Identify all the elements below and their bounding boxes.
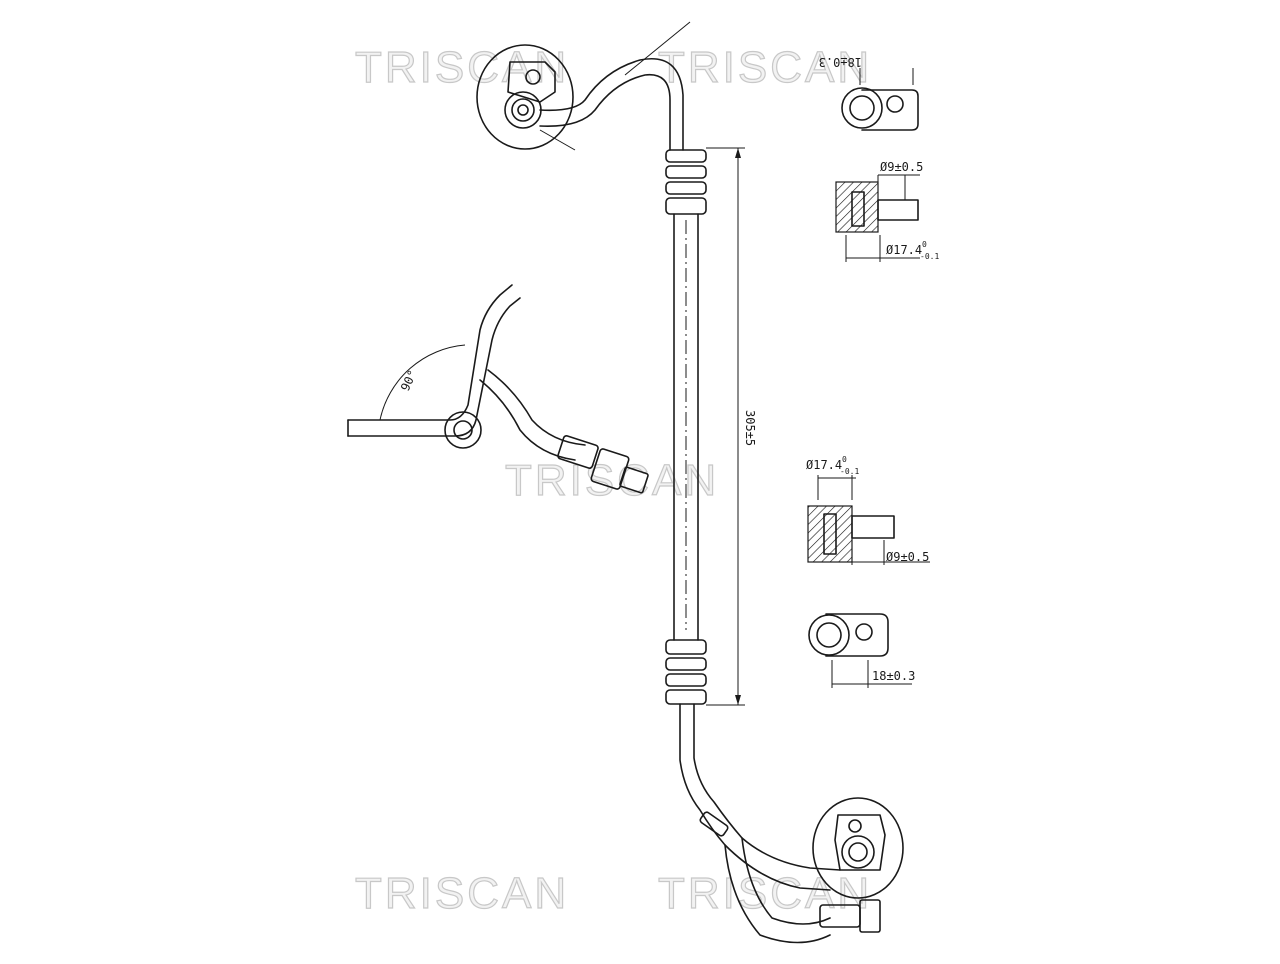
angle-arc [379,344,466,421]
top-detail-banjo [841,87,883,129]
bottom-end-nut-hex [859,899,881,933]
top-leader-line [539,129,576,151]
side-hose-outer [479,379,576,461]
top-crimp-ring-2 [665,165,707,179]
side-view-fitting: 90° [347,284,649,494]
bottom-fitting-circle [812,797,904,899]
top-crimp-ring-3 [665,181,707,195]
watermark-bottom-left: TRISCAN [355,869,569,918]
bottom-crimp-ring-4 [665,689,707,705]
length-arrow-top [735,148,741,158]
side-hose-inner [487,369,586,446]
top-detail-banjo-inner [849,95,875,121]
bottom-fitting-hole [848,819,862,833]
bottom-crimp-ring-3 [665,673,707,687]
top-detail-bracket [861,89,919,131]
bottom-bore-label: Ø9±0.5 [886,550,929,564]
top-fitting-banjo-bore [517,104,529,116]
top-bend-inner [539,73,671,151]
top-fitting-banjo-inner [511,98,535,122]
angle-label: 90° [398,368,420,394]
length-label: 305±5 [743,410,757,446]
top-bore-label: Ø9±0.5 [880,160,923,174]
bottom-tail-left [724,844,831,944]
bottom-section-bore [823,513,837,555]
length-arrow-bottom [735,695,741,705]
top-crimp-ring-1 [665,149,707,163]
top-fitting-hole [525,69,541,85]
detail-bottom-section: Ø17.4 0 -0.1 Ø9±0.5 [806,455,930,565]
top-outer-tol-lower: -0.1 [920,252,939,261]
top-fitting-width-label: 18±0.3 [819,55,862,69]
bottom-outer-tol-lower: -0.1 [840,467,859,476]
bottom-section-body [807,505,853,563]
bottom-bend-left [679,703,831,891]
bottom-crimp-ring-1 [665,639,707,655]
top-crimp-ring-4 [665,197,707,215]
watermark-center: TRISCAN [505,456,719,505]
watermark-bottom-right: TRISCAN [658,869,872,918]
side-thread [619,466,649,494]
watermark-top-right: TRISCAN [658,43,872,92]
bottom-crimp-ring-2 [665,657,707,671]
top-section-tab [877,199,919,221]
bottom-detail-banjo [808,614,850,656]
top-leader-line-2 [624,21,691,76]
hose-main-pipe [476,21,904,944]
top-section-body [835,181,879,233]
top-outer-label: Ø17.4 [886,243,922,257]
side-banjo-inner [453,420,473,440]
side-crimp [557,435,599,469]
top-bend-outer [539,58,684,151]
length-dimension: 305±5 [706,147,757,706]
detail-bottom-fitting: 18±0.3 [808,613,915,688]
bottom-bend-right [693,703,841,871]
side-banjo [444,411,482,449]
top-detail-hole [886,95,904,113]
side-pipe-inner [347,297,521,437]
bottom-fitting-banjo [841,835,875,869]
watermarks: TRISCAN TRISCAN TRISCAN TRISCAN TRISCAN [354,42,872,918]
bottom-section-tab [851,515,895,539]
side-pipe-outer [347,284,513,421]
bottom-pipe-clip [699,811,729,837]
bottom-tail-right [741,837,831,925]
bottom-fitting-width-label: 18±0.3 [872,669,915,683]
bottom-fitting-banjo-inner [848,842,868,862]
bottom-detail-banjo-inner [816,622,842,648]
bottom-outer-tol-upper: 0 [842,455,847,464]
top-outer-tol-upper: 0 [922,240,927,249]
watermark-top-left: TRISCAN [355,43,569,92]
top-section-bore [851,191,865,227]
detail-top-fitting: 18±0.3 [819,55,919,131]
bottom-fitting-bracket [834,814,886,871]
bottom-detail-hole [855,623,873,641]
bottom-detail-bracket [825,613,889,657]
bottom-outer-label: Ø17.4 [806,458,842,472]
top-fitting-bracket [507,61,556,103]
top-fitting-circle [476,44,574,150]
detail-top-section: Ø9±0.5 Ø17.4 0 -0.1 [835,160,939,262]
